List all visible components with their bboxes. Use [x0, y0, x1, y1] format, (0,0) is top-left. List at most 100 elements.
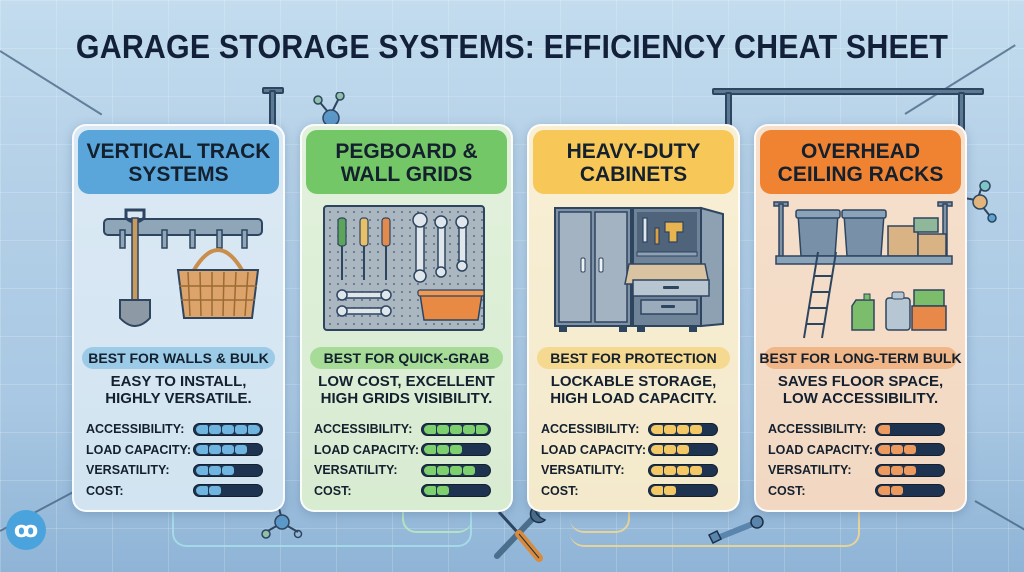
card-description: LOW COST, EXCELLENT HIGH GRIDS VISIBILIT…	[318, 373, 495, 407]
rating-bar	[421, 463, 491, 477]
card-pegboard-wall-grids: PEGBOARD & WALL GRIDS BEST FOR QUICK-GRA…	[300, 124, 513, 512]
rating-segment	[651, 486, 663, 496]
rating-segment	[878, 465, 890, 475]
rating-segment	[677, 465, 689, 475]
logo-badge: ꝏ	[6, 510, 46, 550]
flow-line-green	[402, 505, 472, 533]
rating-segment	[437, 465, 449, 475]
perspective-line	[974, 500, 1024, 532]
card-description: LOCKABLE STORAGE, HIGH LOAD CAPACITY.	[550, 373, 717, 407]
rating-bar	[875, 463, 945, 477]
rating-label: VERSATILITY:	[768, 463, 852, 478]
rating-bar	[193, 443, 263, 457]
wrench-icon	[707, 515, 764, 545]
rating-label: VERSATILITY:	[541, 463, 625, 478]
rating-segment	[450, 465, 462, 475]
ratings-list: ACCESSIBILITY: LOAD CAPACITY: VERSATILIT…	[768, 419, 955, 501]
rating-bar	[421, 484, 491, 498]
rating-accessibility: ACCESSIBILITY:	[541, 419, 728, 440]
rating-cost: COST:	[314, 481, 501, 502]
best-for-badge: BEST FOR QUICK-GRAB	[310, 347, 503, 369]
rating-bar	[193, 484, 263, 498]
best-for-badge: BEST FOR PROTECTION	[537, 347, 730, 369]
rating-segment	[904, 445, 916, 455]
best-for-badge: BEST FOR WALLS & BULK	[82, 347, 275, 369]
rating-segment	[196, 424, 208, 434]
rating-segment	[222, 465, 234, 475]
rating-segment	[235, 424, 247, 434]
page-title: GARAGE STORAGE SYSTEMS: EFFICIENCY CHEAT…	[75, 28, 949, 65]
rating-segment	[677, 445, 689, 455]
rating-bar	[193, 463, 263, 477]
flow-line-yellow	[570, 505, 630, 533]
rating-segment	[677, 424, 689, 434]
rating-label: ACCESSIBILITY:	[314, 422, 413, 437]
ceiling-rack-illustration	[773, 201, 953, 339]
rating-segment	[437, 486, 449, 496]
rating-label: ACCESSIBILITY:	[768, 422, 867, 437]
card-title: OVERHEAD CEILING RACKS	[760, 130, 961, 194]
ratings-list: ACCESSIBILITY: LOAD CAPACITY: VERSATILIT…	[314, 419, 501, 501]
rating-bar	[648, 443, 718, 457]
rating-load-capacity: LOAD CAPACITY:	[541, 440, 728, 461]
rating-label: LOAD CAPACITY:	[541, 442, 647, 457]
rating-cost: COST:	[86, 481, 273, 502]
rating-bar	[875, 484, 945, 498]
rating-segment	[664, 445, 676, 455]
rating-segment	[891, 486, 903, 496]
rating-label: COST:	[86, 483, 124, 498]
rating-bar	[421, 443, 491, 457]
rating-accessibility: ACCESSIBILITY:	[314, 419, 501, 440]
rating-segment	[424, 445, 436, 455]
rating-load-capacity: LOAD CAPACITY:	[768, 440, 955, 461]
rating-bar	[648, 422, 718, 436]
rating-segment	[209, 465, 221, 475]
rating-bar	[421, 422, 491, 436]
rating-accessibility: ACCESSIBILITY:	[768, 419, 955, 440]
rating-segment	[690, 465, 702, 475]
rating-cost: COST:	[541, 481, 728, 502]
rating-segment	[235, 445, 247, 455]
rating-label: LOAD CAPACITY:	[314, 442, 420, 457]
rating-segment	[463, 465, 475, 475]
card-vertical-track-systems: VERTICAL TRACK SYSTEMS BEST FOR WALLS & …	[72, 124, 285, 512]
rating-segment	[424, 486, 436, 496]
crossed-wrench-screwdriver-icon	[494, 506, 547, 562]
rating-segment	[878, 424, 890, 434]
rating-bar	[648, 463, 718, 477]
flow-line-blue	[172, 505, 472, 547]
rating-segment	[437, 445, 449, 455]
track-rail-shovel-basket-illustration	[103, 208, 263, 327]
rating-segment	[222, 445, 234, 455]
rating-segment	[878, 445, 890, 455]
rating-bar	[648, 484, 718, 498]
rating-cost: COST:	[768, 481, 955, 502]
rating-versatility: VERSATILITY:	[541, 460, 728, 481]
ratings-list: ACCESSIBILITY: LOAD CAPACITY: VERSATILIT…	[541, 419, 728, 501]
rating-segment	[450, 445, 462, 455]
rating-segment	[651, 424, 663, 434]
rating-segment	[248, 424, 260, 434]
rating-segment	[891, 445, 903, 455]
rating-segment	[904, 465, 916, 475]
rating-segment	[463, 424, 475, 434]
rating-label: ACCESSIBILITY:	[86, 422, 185, 437]
rating-load-capacity: LOAD CAPACITY:	[314, 440, 501, 461]
rating-segment	[196, 465, 208, 475]
card-title: VERTICAL TRACK SYSTEMS	[78, 130, 279, 194]
rating-label: COST:	[541, 483, 579, 498]
ratings-list: ACCESSIBILITY: LOAD CAPACITY: VERSATILIT…	[86, 419, 273, 501]
rating-segment	[209, 445, 221, 455]
rating-segment	[891, 465, 903, 475]
rating-segment	[209, 486, 221, 496]
card-description: SAVES FLOOR SPACE, LOW ACCESSIBILITY.	[777, 373, 944, 407]
rating-label: VERSATILITY:	[86, 463, 170, 478]
rating-label: ACCESSIBILITY:	[541, 422, 640, 437]
rating-segment	[209, 424, 221, 434]
rating-segment	[664, 424, 676, 434]
rating-label: LOAD CAPACITY:	[768, 442, 874, 457]
rating-segment	[664, 465, 676, 475]
rating-label: VERSATILITY:	[314, 463, 398, 478]
molecule-icon	[963, 180, 997, 223]
pegboard-tools-illustration	[323, 205, 485, 331]
